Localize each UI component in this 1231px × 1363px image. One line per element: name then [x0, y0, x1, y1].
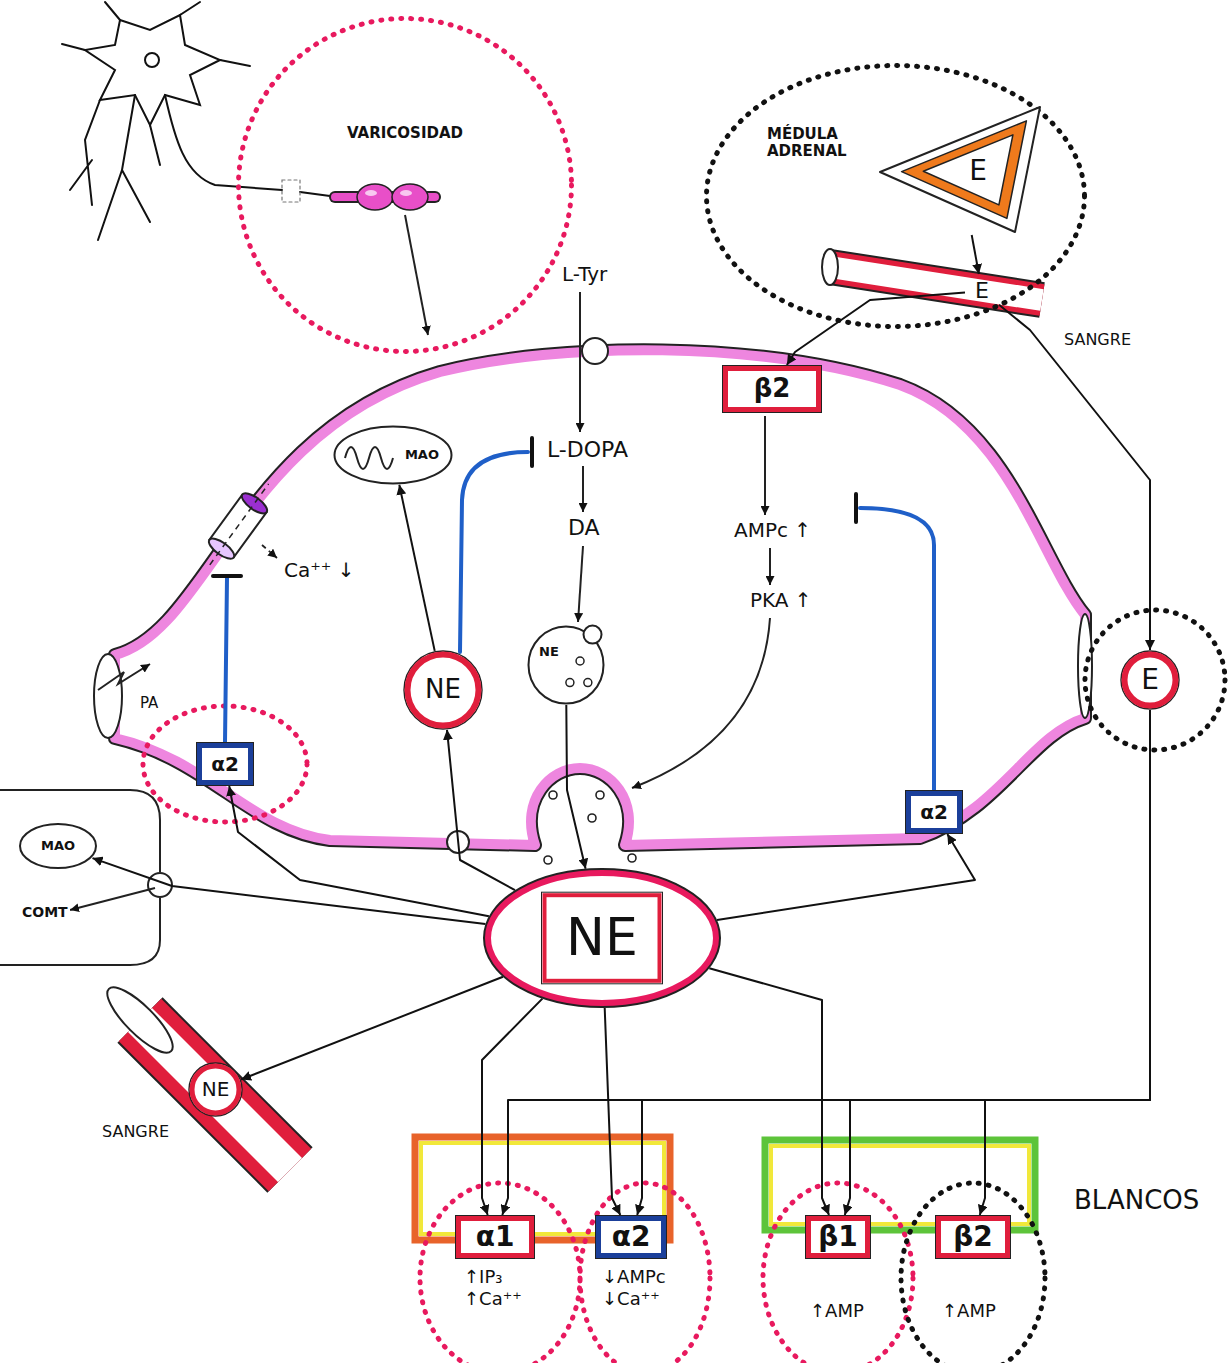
node-text: β2	[754, 374, 791, 404]
transporter	[447, 831, 469, 853]
connector-arrow	[93, 858, 486, 924]
membrane-outline	[115, 350, 1085, 845]
node-text: E	[969, 155, 987, 187]
metabolite-label: L-Tyr	[560, 262, 609, 286]
transmitter-circle: NE	[403, 650, 483, 730]
adrenal-region-outline	[703, 62, 1088, 330]
effect-label: ↑AMP	[940, 1300, 998, 1322]
node-text: MAO	[405, 448, 439, 463]
node-text: E	[975, 278, 989, 303]
connector-arrow	[717, 834, 975, 920]
node-text: E	[1141, 664, 1159, 696]
ion-label: Ca⁺⁺ ↓	[282, 558, 356, 582]
connector-arrow	[709, 968, 829, 1215]
calcium-arrow	[262, 545, 277, 558]
neuron-soma	[85, 15, 220, 125]
node-text: β1	[818, 1221, 858, 1253]
effect-label: ↓AMPc ↓Ca⁺⁺	[600, 1266, 682, 1309]
receptor-box: β1	[805, 1215, 871, 1259]
synaptic-transmitter: NE	[483, 868, 721, 1008]
connector-arrow	[999, 305, 1150, 650]
action-potential	[98, 664, 150, 690]
enzyme-label: COMT	[20, 904, 70, 921]
node-text: NE	[539, 645, 559, 660]
connector-arrow	[972, 235, 979, 274]
transmitter-circle: NE	[188, 1062, 243, 1117]
node-text: α2	[920, 801, 948, 824]
vesicle-outline	[527, 625, 605, 705]
pathway-arrow	[405, 215, 770, 788]
transporter	[582, 338, 608, 364]
node-text: α1	[476, 1221, 515, 1253]
connector-arrow	[482, 999, 542, 1215]
neuron-nucleus	[145, 53, 159, 67]
messenger-label: AMPc ↑	[732, 518, 813, 542]
connector-arrow	[229, 786, 489, 916]
highlight-ring	[143, 610, 1225, 1363]
varicosity-region-outline	[235, 15, 575, 355]
receptor-box: β2	[722, 365, 822, 413]
mitochondrion: MAO	[333, 425, 453, 485]
blood-vessel	[822, 249, 1042, 300]
receptor-box: α2	[595, 1215, 667, 1259]
effect-label: ↑IP₃ ↑Ca⁺⁺	[462, 1266, 530, 1309]
neighbour-cell	[0, 790, 172, 965]
varicosity-region: VARICOSIDAD	[235, 15, 575, 355]
neuron-drawing	[62, 2, 330, 240]
connector-arrow	[845, 710, 1150, 1215]
connector-arrow	[399, 485, 434, 651]
region-label: SANGRE	[1062, 330, 1133, 349]
release-vesicles	[544, 791, 636, 864]
connector-arrow	[980, 710, 1150, 1215]
connector-arrow	[502, 710, 1150, 1215]
node-text: MÉDULA ADRENAL	[767, 126, 862, 161]
connector-arrow	[241, 977, 503, 1080]
axon-end	[1078, 614, 1092, 718]
node-text: NE	[566, 908, 638, 968]
axon-end	[94, 654, 122, 738]
zoom-box	[282, 180, 300, 202]
adrenal-medulla-outline	[880, 107, 1040, 235]
node-text: NE	[202, 1078, 230, 1101]
comt-arrow	[70, 888, 155, 910]
effect-label: ↑AMP	[808, 1300, 866, 1322]
vesicle: NE	[527, 625, 605, 705]
connector-arrow	[637, 710, 1150, 1215]
inhibition-line	[213, 438, 934, 790]
blood-vessel	[99, 979, 290, 1170]
messenger-label: PKA ↑	[748, 588, 814, 612]
mitochondrion: MAO	[18, 822, 98, 870]
metabolite-label: L-DOPA	[545, 437, 630, 463]
node-text: β2	[953, 1221, 993, 1253]
receptor-box: α2	[196, 742, 254, 786]
node-text: VARICOSIDAD	[347, 125, 463, 142]
connector-arrow	[605, 1008, 621, 1215]
metabolite-label: DA	[566, 515, 602, 541]
region-label: SANGRE	[100, 1122, 171, 1141]
connector-arrow	[447, 730, 515, 890]
receptor-box: α1	[455, 1215, 535, 1259]
connector-arrow	[566, 705, 585, 869]
adrenal-medulla: E	[880, 107, 1040, 235]
receptor-box: α2	[905, 790, 963, 834]
receptor-box: β2	[935, 1215, 1011, 1259]
signal-label: PA	[138, 694, 160, 712]
connector-arrow	[787, 292, 965, 365]
varicosity-membrane	[94, 338, 1092, 864]
node-text: NE	[425, 675, 461, 705]
node-text: α2	[211, 753, 239, 776]
node-text: MAO	[41, 839, 75, 854]
adrenal-region: MÉDULA ADRENAL E E	[703, 62, 1088, 330]
membrane-band	[115, 350, 1085, 845]
node-text: α2	[612, 1221, 651, 1253]
hormone-circle: E	[1120, 650, 1180, 710]
vessel-content: E	[965, 274, 999, 308]
axon	[165, 95, 330, 196]
target-label: BLANCOS	[1072, 1185, 1201, 1216]
calcium-channel	[198, 475, 281, 574]
dendrite	[62, 2, 250, 240]
